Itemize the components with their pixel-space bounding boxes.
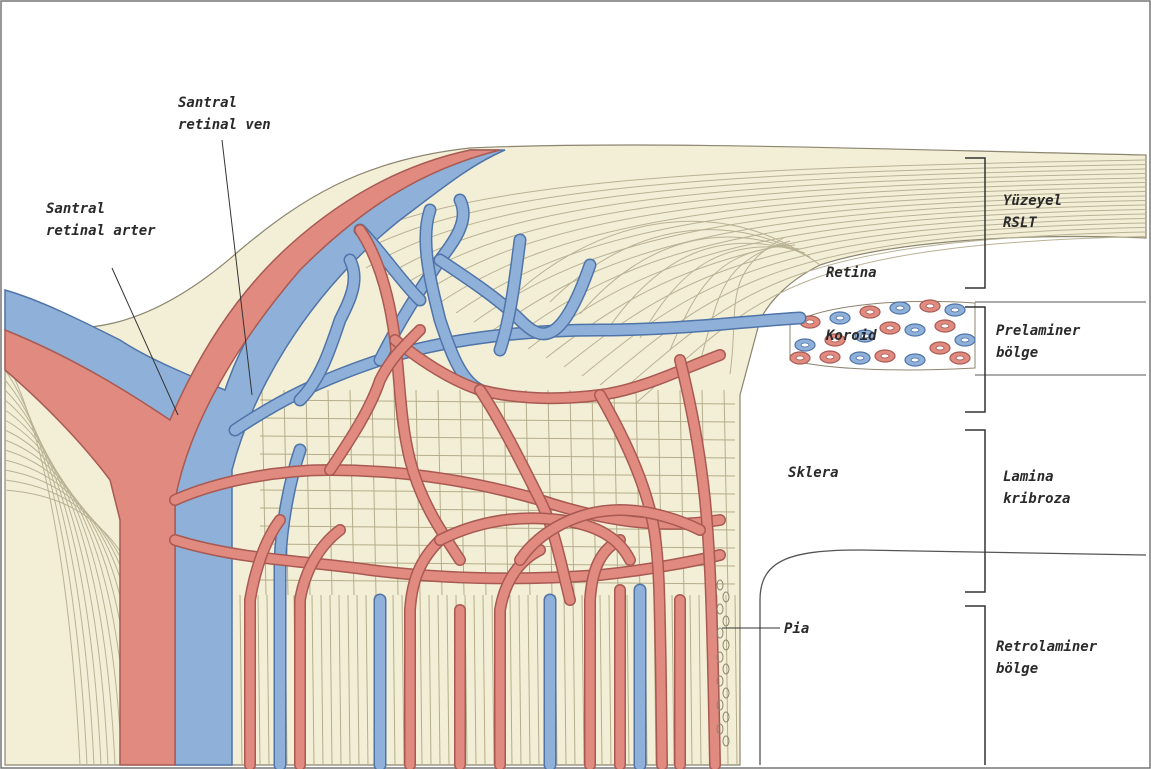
choroid-vessel-lumen: [956, 356, 964, 360]
label-lamina: Lamina kribroza: [1003, 466, 1070, 510]
label-central-artery-line2: retinal arter: [46, 220, 156, 242]
choroid-vessel-lumen: [896, 306, 904, 310]
choroid-vessel-lumen: [801, 343, 809, 347]
label-superficial-line1: Yüzeyel: [1003, 190, 1062, 212]
label-superficial-line2: RSLT: [1003, 212, 1062, 234]
label-central-vein-line2: retinal ven: [178, 114, 271, 136]
label-retrolaminar: Retrolaminer bölge: [996, 636, 1097, 680]
choroid-vessel-lumen: [826, 355, 834, 359]
choroid-vessel-lumen: [926, 304, 934, 308]
choroid-vessel-lumen: [961, 338, 969, 342]
label-lamina-line1: Lamina: [1003, 466, 1070, 488]
label-retina: Retina: [826, 262, 877, 284]
choroid-vessel-lumen: [911, 328, 919, 332]
label-choroid: Koroid: [826, 325, 877, 347]
label-superficial: Yüzeyel RSLT: [1003, 190, 1062, 234]
label-central-vein-line1: Santral: [178, 92, 271, 114]
label-pia: Pia: [784, 618, 809, 640]
label-prelaminar: Prelaminer bölge: [996, 320, 1080, 364]
label-sclera: Sklera: [788, 462, 839, 484]
label-prelaminar-line1: Prelaminer: [996, 320, 1080, 342]
choroid-vessel-lumen: [911, 358, 919, 362]
choroid-vessel-lumen: [836, 316, 844, 320]
choroid-vessel-lumen: [796, 356, 804, 360]
label-lamina-line2: kribroza: [1003, 488, 1070, 510]
choroid-vessel-lumen: [951, 308, 959, 312]
label-retrolaminar-line2: bölge: [996, 658, 1097, 680]
label-central-vein: Santral retinal ven: [178, 92, 271, 136]
choroid-vessel-lumen: [881, 354, 889, 358]
label-central-artery: Santral retinal arter: [46, 198, 156, 242]
label-central-artery-line1: Santral: [46, 198, 156, 220]
choroid-vessel-lumen: [941, 324, 949, 328]
choroid-vessel-lumen: [806, 320, 814, 324]
label-prelaminar-line2: bölge: [996, 342, 1080, 364]
label-retrolaminar-line1: Retrolaminer: [996, 636, 1097, 658]
choroid-vessel-lumen: [886, 326, 894, 330]
choroid-vessel-lumen: [856, 356, 864, 360]
choroid-vessel-lumen: [936, 346, 944, 350]
choroid-vessel-lumen: [866, 310, 874, 314]
